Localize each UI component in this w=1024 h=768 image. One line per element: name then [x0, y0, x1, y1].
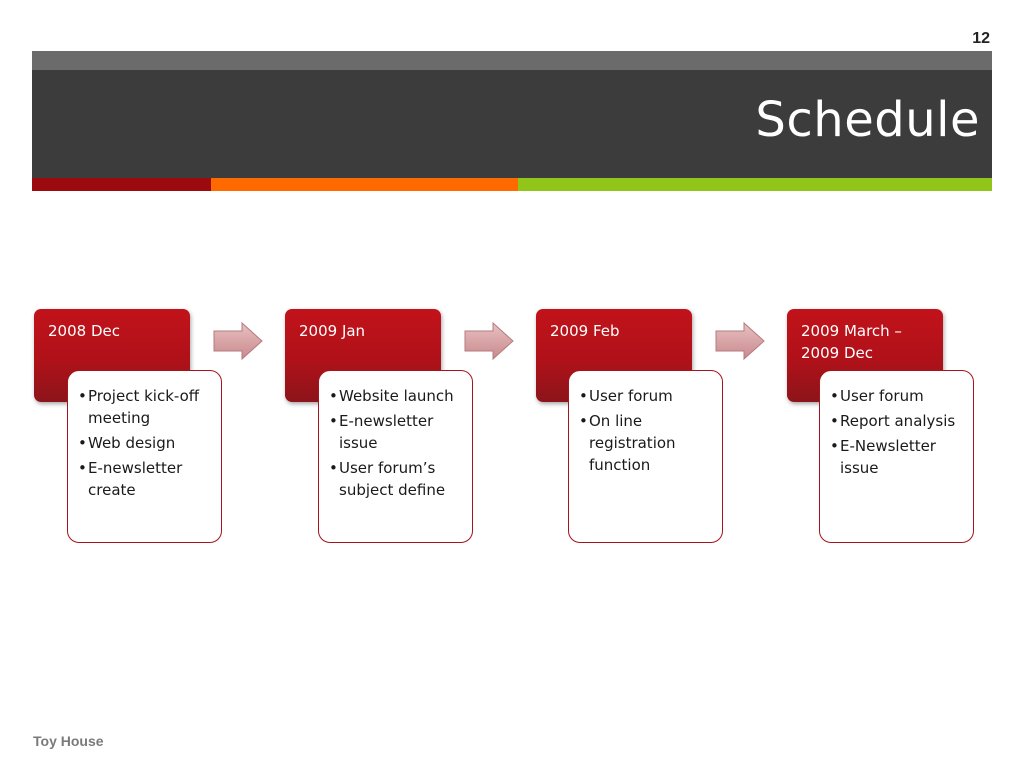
footer-text: Toy House [33, 733, 104, 749]
slide-title: Schedule [755, 92, 980, 148]
stage-task-label: Website launch [339, 387, 454, 405]
stage-task-label: Web design [88, 434, 176, 452]
stage-card: •User forum •Report analysis •E-Newslett… [819, 370, 974, 543]
stage-task-label: Report analysis [840, 412, 956, 430]
stage-card: •Website launch •E-newsletter issue •Use… [318, 370, 473, 543]
stage-task-label: User forum [589, 387, 673, 405]
stage-task-item: •On line registration function [579, 410, 716, 476]
bullet-icon: • [329, 412, 338, 430]
bullet-icon: • [78, 387, 87, 405]
right-arrow-icon [464, 321, 514, 361]
bullet-icon: • [329, 387, 338, 405]
stage-task-label: On line registration function [589, 412, 676, 474]
bullet-icon: • [579, 387, 588, 405]
stage-task-item: •E-Newsletter issue [830, 435, 967, 479]
stage-card: •User forum •On line registration functi… [568, 370, 723, 543]
stage-task-item: •Report analysis [830, 410, 967, 432]
stage-task-list: •User forum •On line registration functi… [579, 385, 716, 476]
stage-task-label: E-newsletter create [88, 459, 183, 499]
stage-task-list: •Website launch •E-newsletter issue •Use… [329, 385, 466, 501]
stage-task-label: E-Newsletter issue [840, 437, 936, 477]
bullet-icon: • [579, 412, 588, 430]
stage-task-item: •User forum [830, 385, 967, 407]
stage-period: 2008 Dec [48, 322, 120, 340]
stage-task-item: •E-newsletter issue [329, 410, 466, 454]
stage-period: 2009 Feb [550, 322, 620, 340]
stage-task-label: User forum’s subject define [339, 459, 446, 499]
bullet-icon: • [329, 459, 338, 477]
right-arrow-icon [213, 321, 263, 361]
stage-task-item: •Website launch [329, 385, 466, 407]
accent-bar-orange [211, 178, 518, 191]
stage-task-item: •Web design [78, 432, 215, 454]
stage-period: 2009 March – 2009 Dec [801, 322, 902, 362]
stage-task-item: •Project kick-off meeting [78, 385, 215, 429]
header-band: Schedule [32, 70, 992, 178]
stage-period: 2009 Jan [299, 322, 366, 340]
bullet-icon: • [830, 437, 839, 455]
stage-task-label: Project kick-off meeting [88, 387, 200, 427]
accent-bar-red [32, 178, 211, 191]
bullet-icon: • [78, 459, 87, 477]
stage-task-list: •Project kick-off meeting •Web design •E… [78, 385, 215, 501]
stage-task-item: •User forum’s subject define [329, 457, 466, 501]
bullet-icon: • [78, 434, 87, 452]
bullet-icon: • [830, 412, 839, 430]
stage-task-label: E-newsletter issue [339, 412, 434, 452]
stage-task-item: •User forum [579, 385, 716, 407]
stage-task-label: User forum [840, 387, 924, 405]
accent-bar-green [518, 178, 992, 191]
bullet-icon: • [830, 387, 839, 405]
header-top-strip [32, 51, 992, 70]
right-arrow-icon [715, 321, 765, 361]
stage-card: •Project kick-off meeting •Web design •E… [67, 370, 222, 543]
slide-number: 12 [972, 30, 990, 47]
stage-task-list: •User forum •Report analysis •E-Newslett… [830, 385, 967, 479]
stage-task-item: •E-newsletter create [78, 457, 215, 501]
